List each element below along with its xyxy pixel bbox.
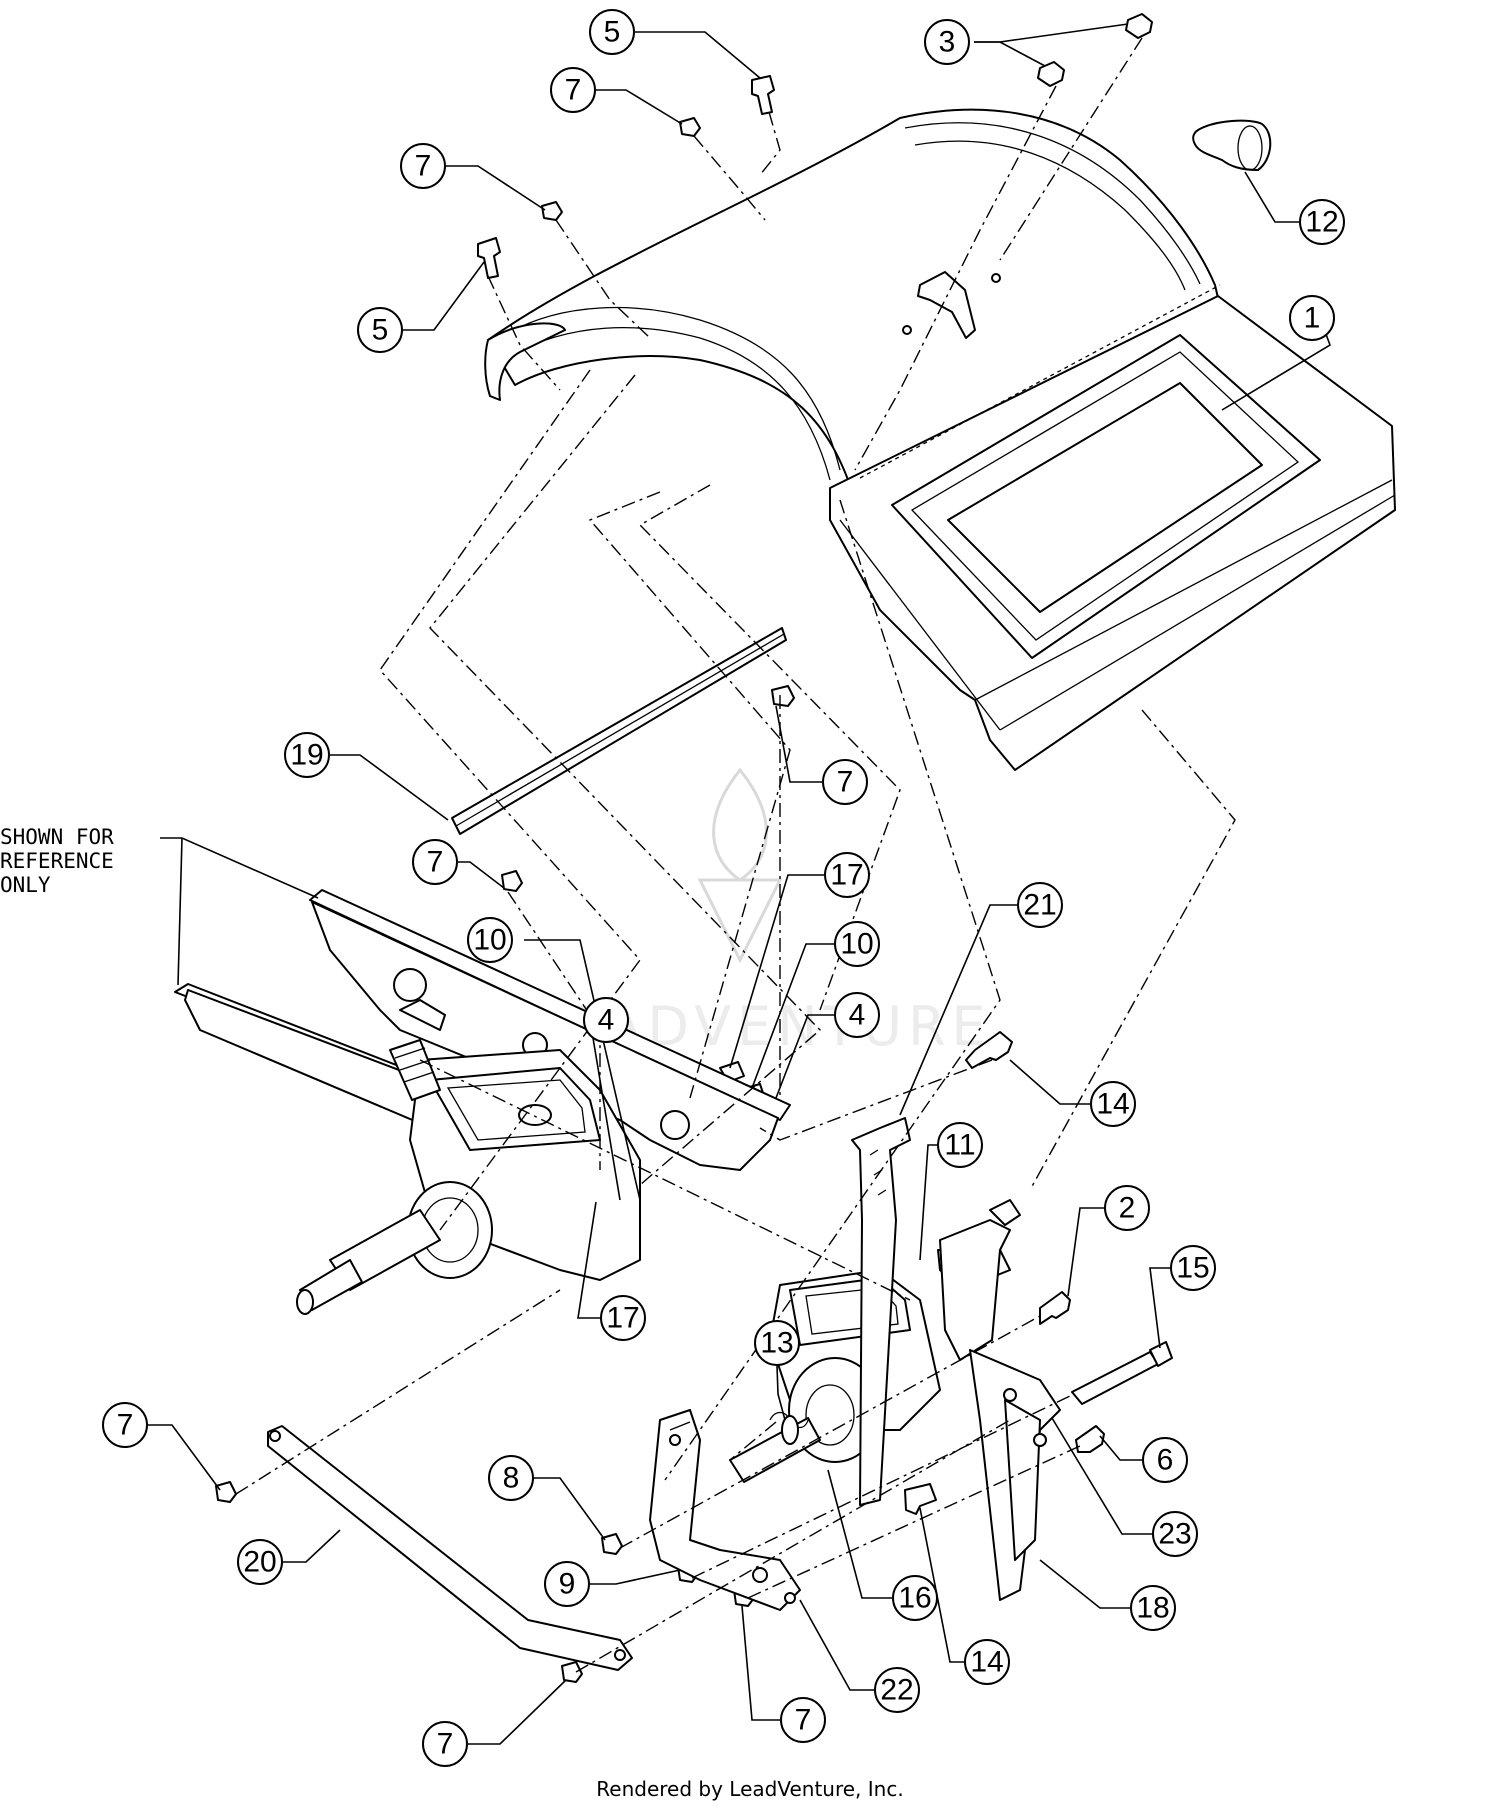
svg-text:7: 7 [837,766,854,799]
callout-19: 19 [284,732,330,778]
callout-4-right: 4 [834,992,880,1038]
svg-text:7: 7 [565,74,582,107]
center-lines [235,37,1236,1673]
callout-7-flap-left: 7 [412,839,458,885]
callout-17-top: 17 [824,852,870,898]
reference-frame [174,889,941,1483]
callout-8: 8 [488,1455,534,1501]
brackets [267,1199,1061,1671]
svg-text:7: 7 [437,1728,454,1761]
svg-text:18: 18 [1136,1592,1169,1625]
svg-text:7: 7 [117,1409,134,1442]
reference-note-line-2: REFERENCE [0,849,114,873]
svg-text:5: 5 [604,16,621,49]
callout-18: 18 [1130,1585,1176,1631]
svg-text:4: 4 [849,999,866,1032]
svg-text:7: 7 [427,846,444,879]
svg-text:5: 5 [372,314,389,347]
svg-text:2: 2 [1119,1192,1136,1225]
svg-text:4: 4 [598,1004,615,1037]
callout-7-bottom-center: 7 [780,1697,826,1743]
svg-text:21: 21 [1023,889,1056,922]
svg-text:17: 17 [830,859,863,892]
depth-bar [851,1117,911,1506]
callout-10-left: 10 [467,917,513,963]
callout-3: 3 [924,19,970,65]
callout-2: 2 [1104,1185,1150,1231]
reference-note-line-3: ONLY [0,873,51,897]
callout-14-bottom: 14 [964,1639,1010,1685]
svg-text:10: 10 [473,924,506,957]
svg-text:13: 13 [760,1327,793,1360]
hardware [215,13,1272,1683]
svg-text:23: 23 [1158,1518,1191,1551]
callout-7-top: 7 [550,67,596,113]
svg-text:17: 17 [606,1302,639,1335]
callout-21: 21 [1017,882,1063,928]
footer-credit: Rendered by LeadVenture, Inc. [596,1777,903,1801]
svg-text:8: 8 [503,1462,520,1495]
callout-16: 16 [892,1575,938,1621]
callout-7-flap-right: 7 [822,759,868,805]
callout-12: 12 [1299,199,1345,245]
callout-22: 22 [874,1667,920,1713]
svg-text:12: 12 [1305,206,1338,239]
svg-text:11: 11 [944,1129,975,1162]
svg-text:15: 15 [1176,1252,1209,1285]
svg-text:3: 3 [939,26,956,59]
callout-20: 20 [237,1539,283,1585]
svg-text:14: 14 [970,1646,1003,1679]
callout-10-right: 10 [834,921,880,967]
svg-text:16: 16 [898,1582,931,1615]
callout-5-top: 5 [589,9,635,55]
svg-text:7: 7 [415,150,432,183]
svg-text:20: 20 [243,1546,276,1579]
callout-7-left: 7 [102,1402,148,1448]
svg-text:6: 6 [1157,1444,1174,1477]
callout-15: 15 [1170,1245,1216,1291]
callout-4-left: 4 [583,997,629,1043]
flap-bar [451,627,787,835]
reference-note: SHOWN FOR REFERENCE ONLY [0,825,114,897]
svg-text:14: 14 [1096,1088,1129,1121]
svg-text:10: 10 [840,928,873,961]
svg-text:19: 19 [290,739,323,772]
callout-5-left: 5 [357,307,403,353]
reference-note-line-1: SHOWN FOR [0,825,114,849]
svg-text:1: 1 [1304,302,1321,335]
callout-9: 9 [544,1561,590,1607]
svg-text:22: 22 [880,1674,913,1707]
callout-13: 13 [754,1320,800,1366]
callout-14-top: 14 [1090,1081,1136,1127]
callout-1: 1 [1289,295,1335,341]
callout-11: 11 [937,1122,983,1168]
callout-17-bottom: 17 [600,1295,646,1341]
callout-7-shield-left: 7 [400,143,446,189]
callout-6: 6 [1142,1437,1188,1483]
svg-text:9: 9 [559,1568,576,1601]
tine-shield [484,108,1396,771]
svg-text:7: 7 [795,1704,812,1737]
callout-23: 23 [1152,1511,1198,1557]
callout-7-bottom-left: 7 [422,1721,468,1767]
